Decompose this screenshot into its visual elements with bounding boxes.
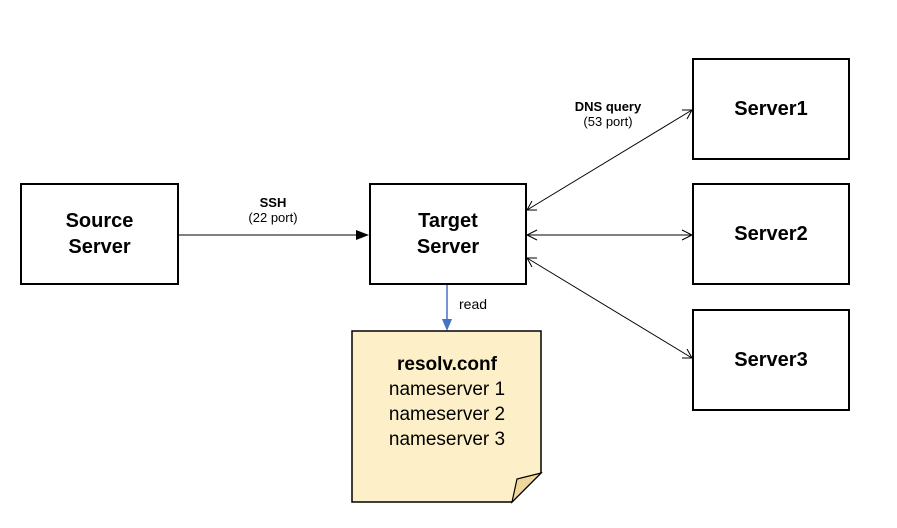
note-line: nameserver 2 [388, 404, 506, 425]
arrowhead-target-top [526, 200, 537, 211]
note-title: resolv.conf [397, 354, 497, 375]
note-line: nameserver 1 [388, 379, 506, 400]
server1-node: Server1 [692, 58, 850, 160]
target-server-label-line2: Server [416, 236, 480, 258]
arrowhead-target-mid [525, 229, 538, 241]
read-label: read [459, 296, 488, 312]
dns-edge-label: DNS query (53 port) [563, 99, 653, 129]
dns-connector-server1 [526, 109, 693, 211]
server3-node: Server3 [692, 309, 850, 411]
server1-label: Server1 [734, 98, 808, 120]
target-server-node: Target Server [369, 183, 527, 285]
arrowhead-target-bottom [526, 257, 537, 268]
server3-label: Server3 [734, 349, 808, 371]
read-edge-label: read [459, 297, 499, 312]
note-line: nameserver 3 [388, 429, 506, 450]
connector-server3 [526, 257, 693, 359]
read-arrowhead [442, 319, 452, 331]
target-server-label-line1: Target [418, 210, 478, 232]
source-server-label-line1: Source [65, 210, 134, 232]
resolv-conf-note: resolv.conf nameserver 1 nameserver 2 na… [353, 352, 541, 452]
source-server-label-line2: Server [68, 236, 131, 258]
ssh-label: SSH [259, 195, 287, 210]
source-server-node: Source Server [20, 183, 179, 285]
ssh-edge-label: SSH (22 port) [228, 195, 318, 225]
dns-port-label: (53 port) [583, 114, 633, 129]
ssh-port-label: (22 port) [248, 210, 298, 225]
server2-node: Server2 [692, 183, 850, 285]
ssh-arrowhead [356, 230, 369, 240]
server2-label: Server2 [734, 223, 808, 245]
dns-label: DNS query [574, 99, 642, 114]
note-fold-corner [510, 471, 543, 504]
